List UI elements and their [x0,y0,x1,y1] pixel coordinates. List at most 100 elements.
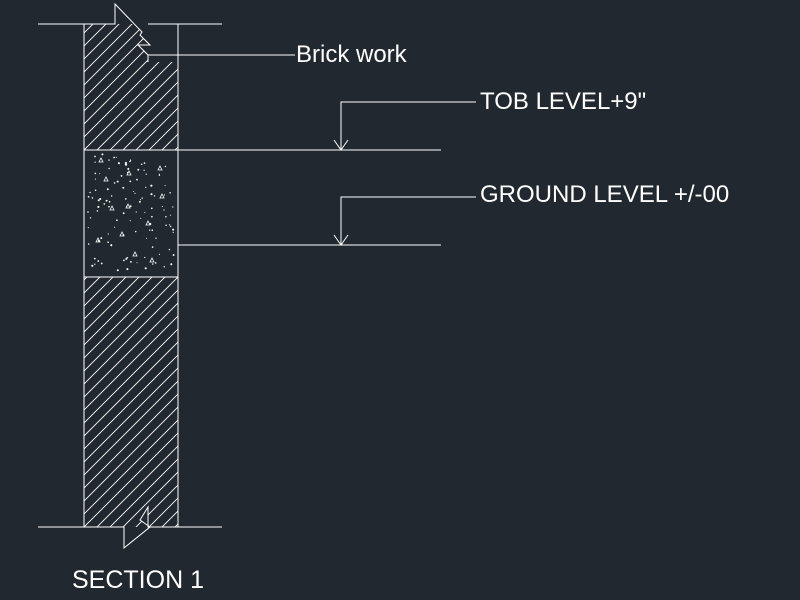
concrete-dot [165,224,167,227]
concrete-dot [93,257,96,260]
concrete-dot [134,230,137,233]
concrete-dot [172,231,174,233]
concrete-dot [87,195,90,198]
concrete-dot [108,159,110,161]
concrete-dot [117,162,120,165]
concrete-dot [163,194,166,196]
concrete-dot [97,205,100,208]
concrete-dot [126,256,129,259]
concrete-dot [172,206,174,208]
concrete-dot [144,267,147,270]
concrete-dot [94,263,96,265]
concrete-dot [101,153,104,156]
concrete-dot [120,175,123,177]
concrete-dot [144,211,146,214]
concrete-dot [141,197,143,199]
concrete-dot [155,237,157,239]
concrete-dot [89,217,92,219]
concrete-dot [127,167,130,170]
concrete-dot [139,199,142,201]
ground-level-label: GROUND LEVEL +/-00 [480,181,729,208]
concrete-dot [114,226,116,228]
concrete-dot [172,254,175,256]
concrete-dot [116,219,118,222]
concrete-dot [124,198,127,200]
concrete-dot [124,161,127,165]
concrete-dot [94,178,96,180]
concrete-dot [115,156,117,158]
concrete-dot [89,191,91,194]
concrete-dot [129,205,132,208]
concrete-dot [151,229,154,232]
concrete-dot [138,200,141,203]
bottom-break-line [38,505,222,550]
concrete-dot [129,260,132,263]
concrete-dot [163,266,166,268]
concrete-dot [113,182,116,184]
concrete-dot [134,192,136,194]
concrete-dot [169,191,171,194]
concrete-dot [169,224,171,226]
concrete-dot [158,253,160,255]
concrete-dot [111,195,113,197]
concrete-dot [132,190,134,193]
concrete-band [83,149,179,278]
tob-level-label: TOB LEVEL+9" [480,88,646,115]
concrete-dot [164,165,167,168]
ground-level-marker [178,196,476,246]
concrete-dot [106,199,108,201]
upper-brick-wall [38,2,222,150]
section-title: SECTION 1 [72,566,204,594]
concrete-dot [123,259,125,262]
concrete-dot [150,207,153,210]
concrete-dot [94,172,97,175]
concrete-dot [163,209,165,211]
concrete-dot [170,263,173,266]
tob-level-marker [178,101,476,151]
concrete-dot [145,186,147,188]
concrete-dot [140,217,142,219]
concrete-dot [140,163,143,166]
concrete-dot [116,180,119,183]
concrete-dot [152,263,154,265]
concrete-dot [136,262,138,264]
concrete-stipple [87,153,175,272]
concrete-dot [154,262,157,264]
concrete-dot [126,268,129,271]
concrete-dot [158,173,160,175]
concrete-dot [125,258,128,260]
concrete-dot [161,205,163,208]
concrete-dot [106,188,109,191]
concrete-dot [129,180,132,183]
concrete-dot [103,203,106,205]
concrete-dot [87,211,89,213]
concrete-dot [129,160,131,163]
concrete-dot [150,193,153,196]
concrete-dot [107,233,109,235]
concrete-dot [149,229,151,231]
concrete-dot [91,264,94,267]
concrete-dot [165,216,167,218]
concrete-dot [158,174,161,176]
concrete-dot [137,168,140,171]
concrete-dot [87,227,89,229]
concrete-dot [107,241,109,243]
concrete-dot [136,178,138,181]
concrete-dot [99,173,101,175]
top-break-line [38,2,152,62]
concrete-dot [122,212,125,215]
concrete-dot [122,186,125,189]
concrete-dot [150,184,153,187]
concrete-dot [94,189,97,192]
concrete-dot [94,161,96,163]
concrete-dot [94,155,96,158]
concrete-dot [108,200,111,203]
concrete-dot [145,173,147,175]
concrete-dot [146,237,148,239]
concrete-dot [135,211,137,213]
concrete-dot [113,156,115,159]
concrete-dot [153,195,156,197]
concrete-dot [151,215,153,218]
concrete-dot [124,163,127,166]
